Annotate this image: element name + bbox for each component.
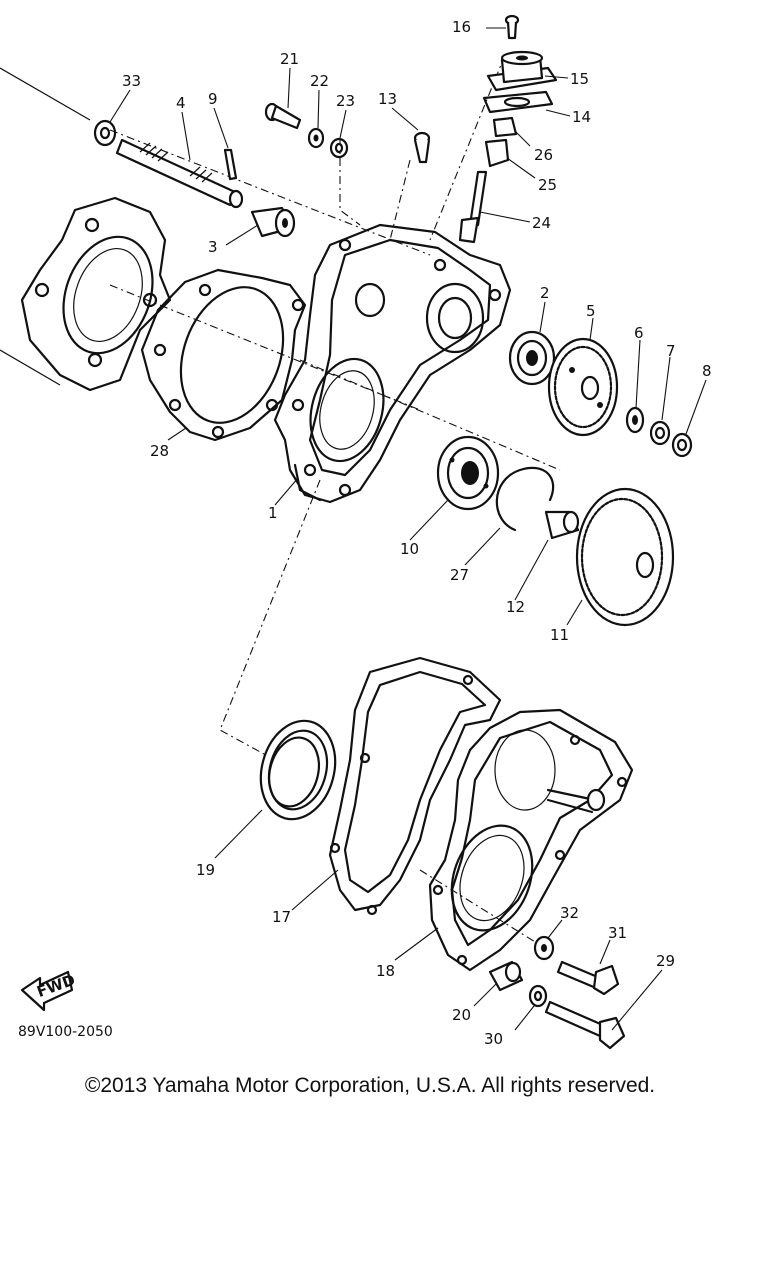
label-18: 18	[376, 962, 395, 980]
part-5-gear	[547, 337, 619, 437]
part-27-circlip	[495, 466, 555, 532]
label-3: 3	[208, 238, 218, 256]
fwd-arrow-icon: FWD	[20, 971, 78, 1012]
part-30-washer	[528, 984, 548, 1008]
label-4: 4	[176, 94, 186, 112]
label-24: 24	[532, 214, 551, 232]
label-12: 12	[506, 598, 525, 616]
part-4-shaft	[115, 138, 244, 209]
part-26-seal	[492, 116, 518, 138]
label-6: 6	[634, 324, 644, 342]
leader-lines	[109, 27, 707, 1031]
exploded-parts-diagram: FWD 16	[0, 14, 712, 1050]
part-19-seal	[259, 719, 337, 821]
label-20: 20	[452, 1006, 471, 1024]
part-22-washer	[307, 127, 325, 149]
label-2: 2	[540, 284, 550, 302]
label-25: 25	[538, 176, 557, 194]
label-7: 7	[666, 342, 676, 360]
part-10-bearing	[436, 435, 500, 511]
label-14: 14	[572, 108, 591, 126]
label-5: 5	[586, 302, 596, 320]
part-6-lock-washer	[625, 406, 645, 434]
label-11: 11	[550, 626, 569, 644]
part-17-gasket	[328, 656, 502, 916]
part-12-pin	[544, 510, 580, 540]
part-20-dowel	[488, 960, 524, 992]
copyright-notice: ©2013 Yamaha Motor Corporation, U.S.A. A…	[84, 1074, 656, 1097]
label-16: 16	[452, 18, 471, 36]
label-28: 28	[150, 442, 169, 460]
part-15-housing	[486, 50, 558, 92]
part-25-bushing	[484, 138, 510, 168]
part-16-screw	[504, 14, 520, 40]
label-13: 13	[378, 90, 397, 108]
label-15: 15	[570, 70, 589, 88]
label-19: 19	[196, 861, 215, 879]
part-24-drive-gear	[458, 170, 488, 244]
label-31: 31	[608, 924, 627, 942]
part-23-washer	[329, 137, 349, 159]
label-26: 26	[534, 146, 553, 164]
part-32-washer	[533, 935, 555, 961]
part-13-bolt	[413, 131, 431, 164]
part-28-gasket	[140, 268, 307, 442]
label-17: 17	[272, 908, 291, 926]
part-18-outer-cover	[428, 708, 634, 972]
label-27: 27	[450, 566, 469, 584]
part-2-bearing	[508, 330, 556, 386]
part-29-bolt	[544, 1000, 626, 1050]
part-8-nut	[671, 432, 693, 458]
drawing-code: 89V100-2050	[18, 1024, 113, 1040]
part-33-washer	[93, 119, 117, 147]
label-32: 32	[560, 904, 579, 922]
part-9-pin	[223, 148, 238, 181]
label-23: 23	[336, 92, 355, 110]
part-21-bolt	[264, 102, 302, 130]
part-1-cover	[273, 223, 512, 504]
label-9: 9	[208, 90, 218, 108]
part-14-gasket	[482, 90, 554, 114]
label-1: 1	[268, 504, 278, 522]
part-11-gear	[575, 487, 675, 627]
label-30: 30	[484, 1030, 503, 1048]
label-22: 22	[310, 72, 329, 90]
part-7-washer	[649, 420, 671, 446]
label-29: 29	[656, 952, 675, 970]
part-number-labels: 16 15 14 26 25 24 21 22 23 13 33 4 9 3 2…	[122, 18, 712, 1048]
engine-case-outline	[0, 67, 172, 392]
label-10: 10	[400, 540, 419, 558]
label-21: 21	[280, 50, 299, 68]
label-33: 33	[122, 72, 141, 90]
label-8: 8	[702, 362, 712, 380]
part-31-bolt	[556, 960, 620, 996]
part-3-collar	[250, 206, 296, 238]
